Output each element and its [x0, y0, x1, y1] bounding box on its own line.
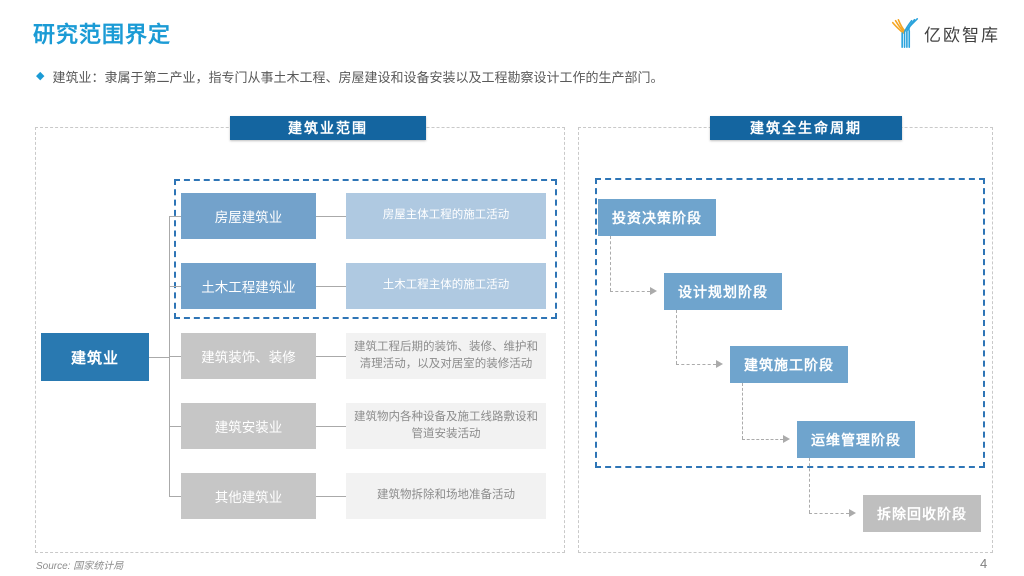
flow-arrow-3-vertical — [742, 383, 743, 439]
page-number: 4 — [980, 556, 988, 571]
stage-investment-decision: 投资决策阶段 — [598, 199, 716, 236]
flow-arrow-2-vertical — [676, 310, 677, 364]
tree-root-node: 建筑业 — [41, 333, 149, 381]
flow-arrow-2-head-icon — [716, 360, 723, 368]
yiou-logo-text: 亿欧智库 — [924, 25, 1000, 45]
highlight-dashed-rect-right — [595, 178, 985, 468]
flow-arrow-4-horizontal — [809, 513, 849, 514]
category-desc-civil-engineering: 土木工程主体的施工活动 — [346, 263, 546, 309]
yiou-logo-icon — [891, 18, 919, 48]
stage-demolition-recycling: 拆除回收阶段 — [863, 495, 981, 532]
branch-line-2 — [169, 286, 181, 287]
category-box-installation: 建筑安装业 — [181, 403, 316, 449]
flow-arrow-1-horizontal — [610, 291, 650, 292]
desc-connector-2 — [316, 286, 346, 287]
category-desc-decoration: 建筑工程后期的装饰、装修、维护和清理活动，以及对居室的装修活动 — [346, 333, 546, 379]
highlight-dashed-rect-left — [174, 179, 557, 319]
branch-line-4 — [169, 426, 181, 427]
desc-connector-3 — [316, 356, 346, 357]
definition-bullet: ◆ 建筑业：隶属于第二产业，指专门从事土木工程、房屋建设和设备安装以及工程勘察设… — [36, 67, 663, 86]
flow-arrow-4-vertical — [809, 458, 810, 513]
flow-arrow-4-head-icon — [849, 509, 856, 517]
category-desc-installation: 建筑物内各种设备及施工线路敷设和管道安装活动 — [346, 403, 546, 449]
flow-arrow-3-horizontal — [742, 439, 783, 440]
desc-connector-4 — [316, 426, 346, 427]
flow-arrow-1-vertical — [610, 236, 611, 291]
diamond-bullet-icon: ◆ — [36, 70, 45, 82]
definition-text: 建筑业：隶属于第二产业，指专门从事土木工程、房屋建设和设备安装以及工程勘察设计工… — [52, 70, 664, 85]
left-panel-title: 建筑业范围 — [230, 116, 426, 140]
category-box-civil-engineering: 土木工程建筑业 — [181, 263, 316, 309]
branch-line-3 — [169, 356, 181, 357]
stage-construction: 建筑施工阶段 — [730, 346, 848, 383]
category-desc-other: 建筑物拆除和场地准备活动 — [346, 473, 546, 519]
root-connector-line — [149, 357, 169, 358]
branch-line-1 — [169, 216, 181, 217]
flow-arrow-3-head-icon — [783, 435, 790, 443]
category-desc-housing: 房屋主体工程的施工活动 — [346, 193, 546, 239]
flow-arrow-1-head-icon — [650, 287, 657, 295]
yiou-logo: 亿欧智库 — [888, 16, 1000, 50]
construction-scope-panel: 建筑业范围 建筑业 房屋建筑业 房屋主体工程的施工活动 土木工程建筑业 土木工程… — [35, 116, 565, 553]
page-title: 研究范围界定 — [33, 22, 172, 47]
source-note: Source: 国家统计局 — [36, 561, 124, 572]
stage-operation-maintenance: 运维管理阶段 — [797, 421, 915, 458]
flow-arrow-2-horizontal — [676, 364, 716, 365]
category-box-housing: 房屋建筑业 — [181, 193, 316, 239]
desc-connector-1 — [316, 216, 346, 217]
desc-connector-5 — [316, 496, 346, 497]
category-box-other: 其他建筑业 — [181, 473, 316, 519]
stage-design-planning: 设计规划阶段 — [664, 273, 782, 310]
category-box-decoration: 建筑装饰、装修 — [181, 333, 316, 379]
lifecycle-panel: 建筑全生命周期 投资决策阶段 设计规划阶段 建筑施工阶段 运维管理阶段 拆除回收… — [578, 116, 993, 553]
branch-line-5 — [169, 496, 181, 497]
right-panel-title: 建筑全生命周期 — [710, 116, 902, 140]
